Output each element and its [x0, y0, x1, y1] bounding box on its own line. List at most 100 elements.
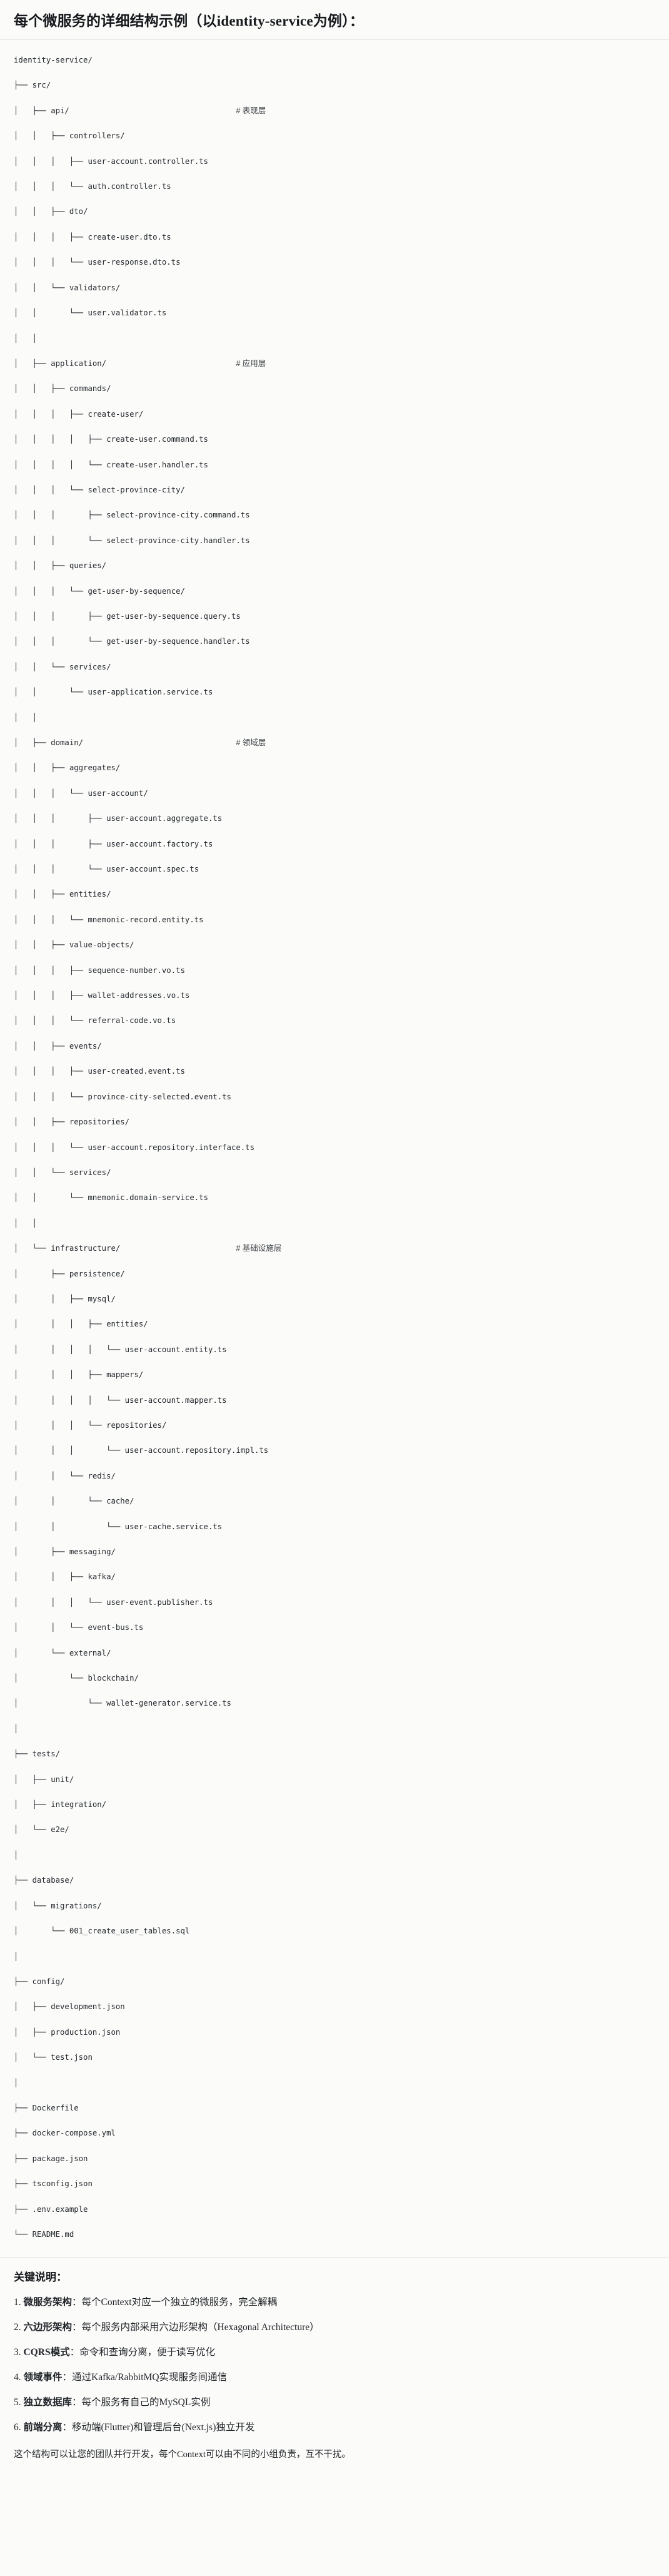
tree-line: │ │ │ └── user-account.repository.interf… — [14, 1143, 254, 1152]
tree-line: │ │ │ └── user-response.dto.ts — [14, 258, 181, 267]
key-note-item: 1. 微服务架构：每个Context对应一个独立的微服务，完全解耦 — [14, 2295, 655, 2310]
key-note-separator: ： — [69, 2347, 80, 2358]
tree-line-comment: # 应用层 — [236, 359, 266, 368]
key-note-separator: ： — [62, 2422, 73, 2433]
tree-line: │ │ └── user.validator.ts — [14, 308, 167, 318]
tree-line: │ │ │ └── get-user-by-sequence/ — [14, 586, 185, 596]
tree-line: │ │ │ └── user-event.publisher.ts — [14, 1597, 213, 1607]
tree-line: │ └── infrastructure/ # 基础设施层 — [14, 1242, 655, 1255]
tree-line: │ │ │ ├── user-account.factory.ts — [14, 839, 213, 848]
key-note-separator: ： — [72, 2296, 82, 2308]
tree-line: │ │ ├── aggregates/ — [14, 763, 121, 773]
tree-line: │ │ ├── events/ — [14, 1041, 102, 1051]
tree-line: │ └── wallet-generator.service.ts — [14, 1699, 231, 1708]
tree-line: │ │ │ │ └── create-user.handler.ts — [14, 460, 208, 469]
tree-line: │ │ │ └── user-account.spec.ts — [14, 865, 199, 874]
document-page: 每个微服务的详细结构示例（以identity-service为例）： ident… — [0, 0, 669, 2478]
tree-line: ├── .env.example — [14, 2204, 88, 2214]
tree-line: │ │ └── cache/ — [14, 1497, 134, 1506]
tree-line: │ ├── api/ # 表现层 — [14, 104, 655, 117]
key-note-description: 命令和查询分离，便于读写优化 — [79, 2347, 216, 2358]
tree-line: └── README.md — [14, 2229, 74, 2239]
tree-line: │ │ ├── repositories/ — [14, 1117, 130, 1127]
tree-line: │ └── blockchain/ — [14, 1674, 139, 1683]
key-note-number: 1. — [14, 2296, 24, 2308]
key-note-item: 4. 领域事件：通过Kafka/RabbitMQ实现服务间通信 — [14, 2370, 655, 2385]
tree-line: │ ├── persistence/ — [14, 1269, 125, 1278]
key-note-number: 3. — [14, 2347, 24, 2358]
tree-line: │ │ │ ├── wallet-addresses.vo.ts — [14, 991, 190, 1000]
tree-line: ├── tests/ — [14, 1749, 61, 1759]
tree-line: │ — [14, 1724, 19, 1733]
tree-line: │ │ ├── entities/ — [14, 890, 111, 899]
tree-line: │ │ │ └── get-user-by-sequence.handler.t… — [14, 637, 250, 646]
tree-line: │ │ │ └── user-account/ — [14, 788, 148, 798]
tree-line: │ │ └── event-bus.ts — [14, 1623, 144, 1632]
key-note-description: 移动端(Flutter)和管理后台(Next.js)独立开发 — [72, 2422, 255, 2433]
tree-line: │ │ — [14, 1218, 38, 1228]
tree-line: │ │ │ └── province-city-selected.event.t… — [14, 1092, 231, 1101]
tree-line: │ │ │ │ ├── create-user.command.ts — [14, 435, 208, 444]
key-note-separator: ： — [72, 2397, 82, 2408]
tree-line-path: │ ├── api/ — [14, 106, 236, 115]
tree-line: ├── database/ — [14, 1876, 74, 1885]
tree-line: │ │ │ ├── get-user-by-sequence.query.ts — [14, 611, 241, 621]
tree-line: │ │ │ ├── user-account.aggregate.ts — [14, 814, 223, 823]
tree-line: │ │ │ └── select-province-city.handler.t… — [14, 536, 250, 545]
tree-line: │ — [14, 1952, 19, 1961]
tree-line: │ ├── production.json — [14, 2027, 121, 2037]
tree-line: │ │ ├── commands/ — [14, 384, 111, 394]
tree-line: │ │ ├── controllers/ — [14, 131, 125, 141]
tree-line: │ └── e2e/ — [14, 1825, 69, 1835]
key-notes-title: 关键说明： — [14, 2271, 67, 2284]
tree-line: │ └── migrations/ — [14, 1901, 102, 1910]
tree-line: │ │ │ └── select-province-city/ — [14, 485, 185, 494]
tree-line: │ │ ├── queries/ — [14, 561, 107, 571]
tree-line: │ ├── messaging/ — [14, 1547, 116, 1557]
tree-line: │ │ │ ├── select-province-city.command.t… — [14, 511, 250, 520]
tree-line: │ — [14, 1850, 19, 1860]
tree-line: │ │ │ └── user-account.repository.impl.t… — [14, 1446, 269, 1455]
tree-line: │ │ │ └── mnemonic-record.entity.ts — [14, 915, 204, 924]
tree-line-comment: # 领域层 — [236, 738, 266, 748]
tree-line: │ ├── domain/ # 领域层 — [14, 736, 655, 749]
tree-line: │ │ │ ├── mappers/ — [14, 1370, 144, 1380]
page-title: 每个微服务的详细结构示例（以identity-service为例）： — [0, 0, 669, 41]
tree-line: │ ├── unit/ — [14, 1774, 74, 1784]
tree-line: │ │ │ ├── entities/ — [14, 1320, 148, 1329]
key-note-separator: ： — [72, 2322, 82, 2333]
directory-tree-code-block: identity-service/ ├── src/ │ ├── api/ # … — [0, 40, 669, 2258]
key-note-description: 每个服务内部采用六边形架构（Hexagonal Architecture） — [81, 2322, 319, 2333]
key-note-item: 6. 前端分离：移动端(Flutter)和管理后台(Next.js)独立开发 — [14, 2420, 655, 2435]
key-note-item: 5. 独立数据库：每个服务有自己的MySQL实例 — [14, 2395, 655, 2410]
key-note-term: 六边形架构 — [23, 2322, 73, 2333]
tree-line: │ │ │ └── repositories/ — [14, 1420, 167, 1430]
key-note-term: 微服务架构 — [23, 2296, 73, 2308]
tree-line: │ │ └── redis/ — [14, 1471, 116, 1480]
tree-line: │ │ └── services/ — [14, 1168, 111, 1177]
tree-line: │ ├── application/ # 应用层 — [14, 357, 655, 370]
key-notes-footer: 这个结构可以让您的团队并行开发，每个Context可以由不同的小组负责，互不干扰… — [14, 2450, 351, 2460]
tree-line-comment: # 基础设施层 — [236, 1244, 282, 1253]
tree-line: │ │ │ │ └── user-account.entity.ts — [14, 1345, 227, 1354]
key-note-description: 通过Kafka/RabbitMQ实现服务间通信 — [72, 2372, 228, 2383]
key-note-separator: ： — [62, 2372, 73, 2383]
key-note-number: 4. — [14, 2372, 24, 2383]
key-note-description: 每个Context对应一个独立的微服务，完全解耦 — [81, 2296, 278, 2308]
tree-line: │ — [14, 2078, 19, 2087]
key-note-term: CQRS模式 — [23, 2347, 70, 2358]
tree-line: ├── Dockerfile — [14, 2103, 79, 2112]
tree-line: ├── package.json — [14, 2154, 88, 2163]
tree-line: │ │ │ ├── user-created.event.ts — [14, 1067, 185, 1076]
tree-line: │ │ └── validators/ — [14, 283, 121, 292]
key-note-term: 独立数据库 — [23, 2397, 73, 2408]
tree-line: │ │ └── user-application.service.ts — [14, 688, 213, 697]
tree-line-path: │ ├── application/ — [14, 359, 236, 368]
tree-line: │ │ └── services/ — [14, 662, 111, 671]
tree-line: │ │ └── user-cache.service.ts — [14, 1522, 223, 1531]
key-note-item: 2. 六边形架构：每个服务内部采用六边形架构（Hexagonal Archite… — [14, 2320, 655, 2335]
tree-line: │ │ │ │ └── user-account.mapper.ts — [14, 1395, 227, 1405]
tree-line: │ │ │ ├── sequence-number.vo.ts — [14, 965, 185, 975]
